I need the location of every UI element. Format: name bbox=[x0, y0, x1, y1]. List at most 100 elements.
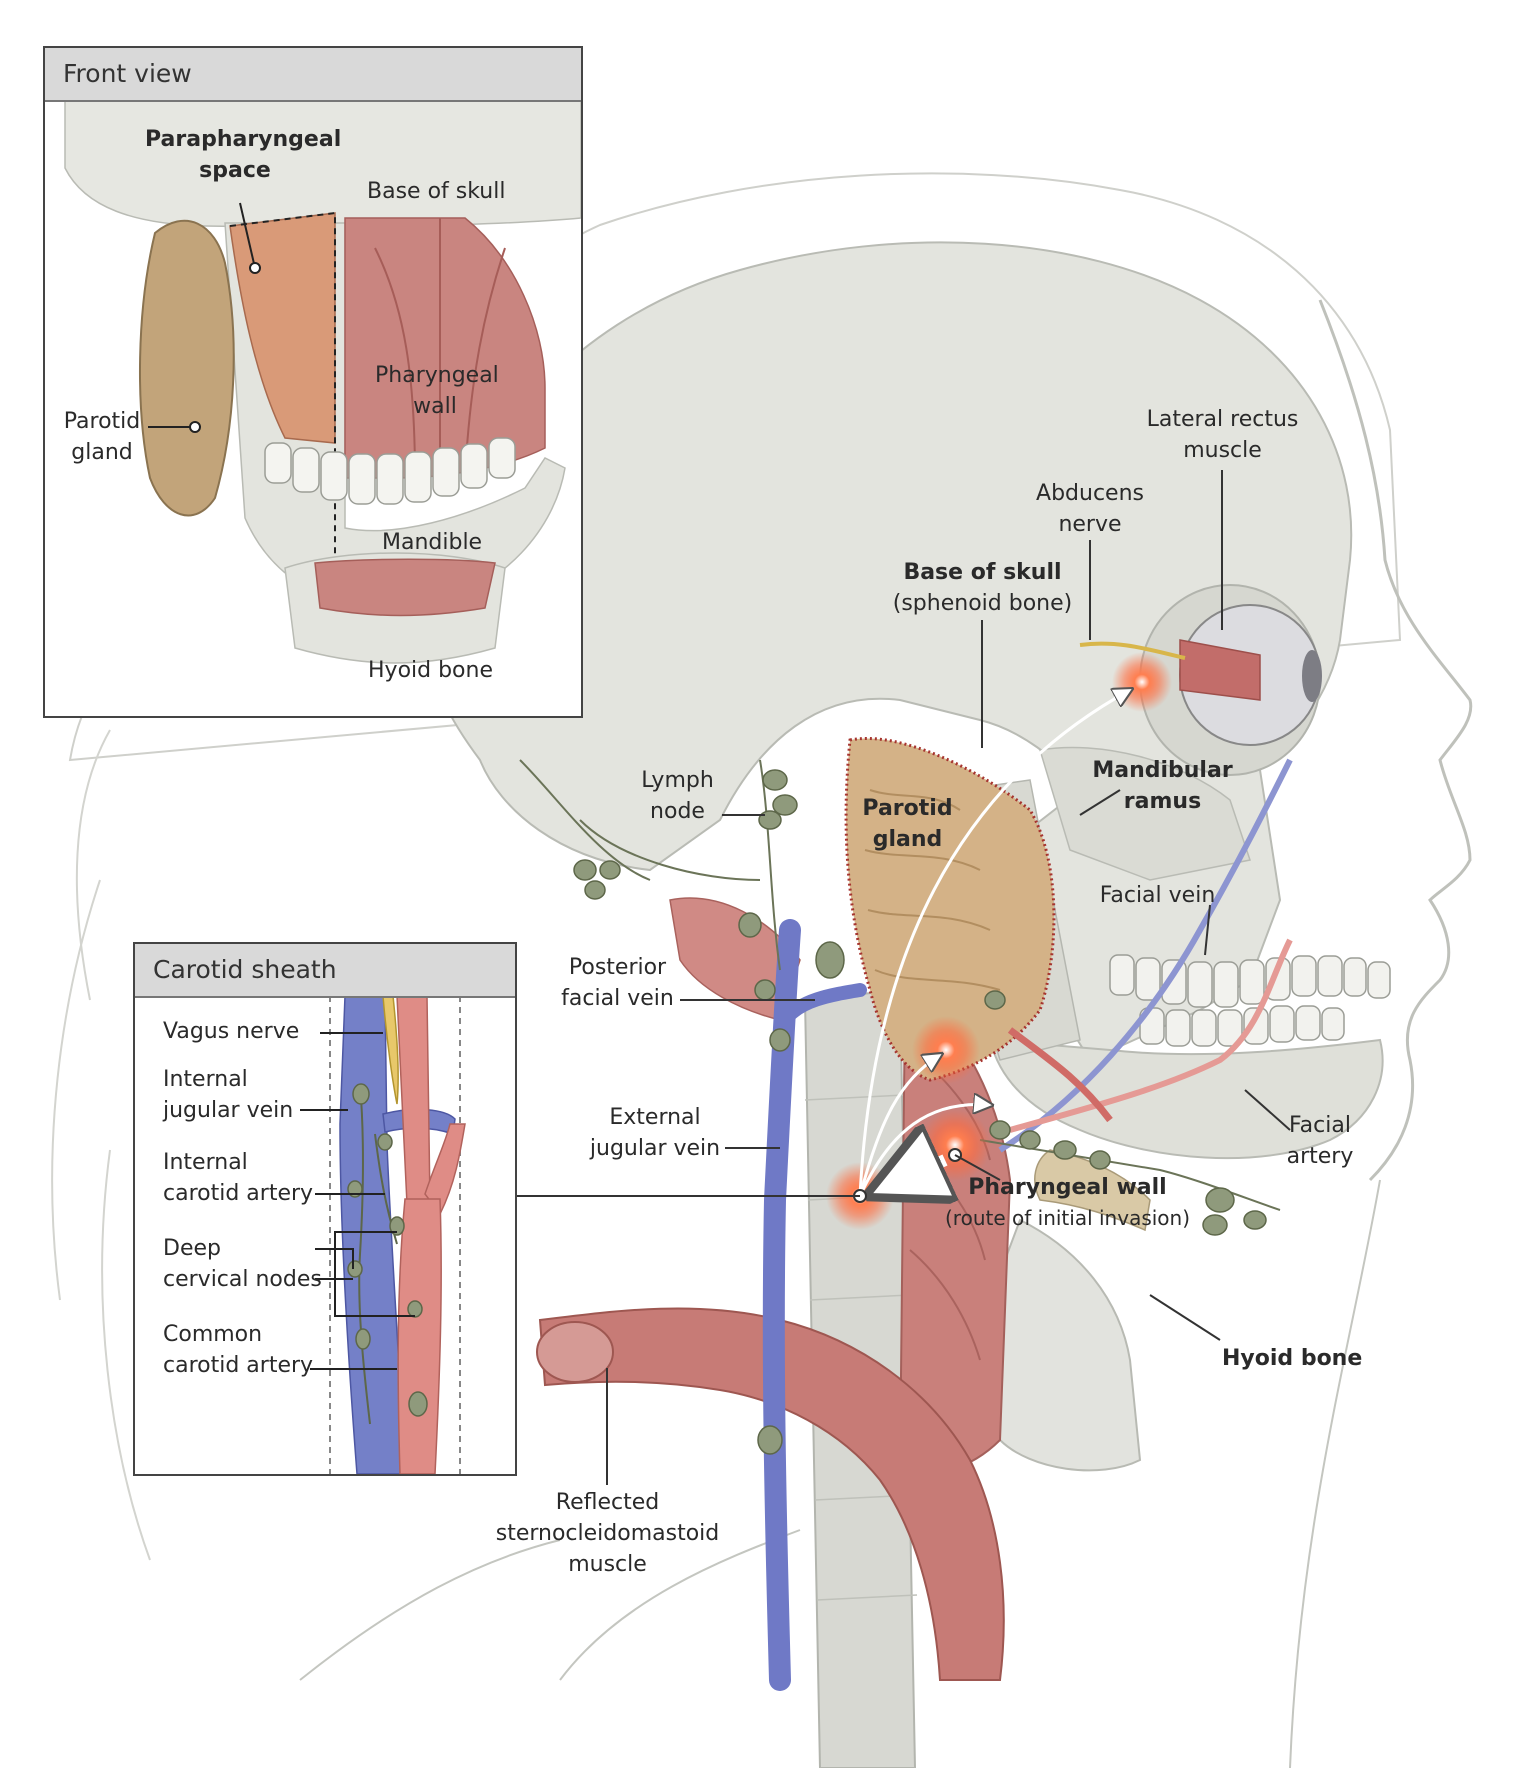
label-line: Hyoid bone bbox=[368, 658, 493, 683]
facial-artery bbox=[1009, 938, 1293, 1133]
fv-label-hyoid-bone: Hyoid bone bbox=[368, 655, 493, 686]
label-line: wall bbox=[413, 394, 457, 419]
label-pharyngeal-wall: Pharyngeal wall (route of initial invasi… bbox=[945, 1172, 1190, 1234]
fv-label-base-of-skull: Base of skull bbox=[367, 176, 505, 207]
cs-vagus-nerve bbox=[382, 995, 399, 1105]
label-line: gland bbox=[71, 440, 133, 465]
parotid-lobules bbox=[864, 789, 1001, 991]
label-line: Facial vein bbox=[1099, 883, 1216, 908]
label-line: Vagus nerve bbox=[163, 1019, 300, 1044]
fv-point-parapharyngeal bbox=[249, 262, 261, 274]
label-line: nerve bbox=[1058, 512, 1122, 537]
fv-label-parapharyngeal: Parapharyngeal space bbox=[145, 124, 341, 186]
leader-lines bbox=[515, 470, 1291, 1485]
label-line: Internal bbox=[163, 1067, 248, 1092]
label-facial-vein: Facial vein bbox=[1090, 880, 1225, 911]
label-line: artery bbox=[1286, 1144, 1354, 1169]
front-view-inset: Front view Parapharyngeal space Base of … bbox=[43, 46, 583, 718]
cs-external-carotid-artery bbox=[424, 1123, 466, 1216]
scm-cut-end bbox=[536, 1321, 614, 1383]
label-line: External bbox=[609, 1105, 701, 1130]
label-line: Common bbox=[163, 1322, 263, 1347]
label-line: Pharyngeal wall bbox=[968, 1175, 1167, 1200]
cs-label-internal-jugular-vein: Internal jugular vein bbox=[163, 1064, 293, 1126]
label-line: (sphenoid bone) bbox=[892, 591, 1073, 616]
label-line: Base of skull bbox=[903, 560, 1062, 585]
invasion-arrow bbox=[880, 1160, 945, 1190]
label-line: Lateral rectus bbox=[1146, 407, 1299, 432]
label-line: gland bbox=[872, 827, 943, 852]
label-line: Mandibular bbox=[1092, 758, 1233, 783]
label-line: ramus bbox=[1123, 789, 1202, 814]
hyoid-bone bbox=[1034, 1149, 1151, 1232]
label-line: Facial bbox=[1289, 1113, 1351, 1138]
upper-teeth bbox=[1109, 954, 1391, 1008]
label-facial-artery: Facial artery bbox=[1270, 1110, 1370, 1172]
label-line: space bbox=[199, 158, 271, 183]
mandible bbox=[988, 1038, 1384, 1160]
cs-label-vagus-nerve: Vagus nerve bbox=[163, 1016, 299, 1047]
label-base-of-skull: Base of skull (sphenoid bone) bbox=[880, 557, 1085, 619]
posterior-facial-vein bbox=[778, 983, 867, 1027]
cs-leader-lines bbox=[300, 1032, 415, 1370]
fv-point-parotid bbox=[189, 421, 201, 433]
hair-strands bbox=[51, 729, 151, 1561]
front-view-illustration bbox=[45, 99, 581, 716]
label-line: Reflected bbox=[555, 1490, 660, 1515]
label-line: Abducens bbox=[1036, 481, 1144, 506]
label-line: (route of initial invasion) bbox=[945, 1206, 1191, 1230]
face-profile bbox=[1318, 299, 1473, 1182]
label-line: Internal bbox=[163, 1150, 248, 1175]
cs-label-internal-carotid-artery: Internal carotid artery bbox=[163, 1147, 313, 1209]
label-lymph-node: Lymph node bbox=[625, 765, 730, 827]
label-reflected-scm: Reflected sternocleidomastoid muscle bbox=[495, 1487, 720, 1580]
label-line: muscle bbox=[1183, 438, 1262, 463]
label-line: Hyoid bone bbox=[1222, 1346, 1363, 1371]
label-posterior-facial-vein: Posterior facial vein bbox=[550, 952, 685, 1014]
cs-common-carotid-artery bbox=[397, 1198, 442, 1474]
cs-label-common-carotid-artery: Common carotid artery bbox=[163, 1319, 313, 1381]
abducens-nerve bbox=[1079, 641, 1186, 660]
carotid-sheath-title: Carotid sheath bbox=[135, 944, 515, 998]
label-lateral-rectus: Lateral rectus muscle bbox=[1140, 404, 1305, 466]
label-line: Lymph bbox=[641, 768, 714, 793]
cs-internal-carotid-artery bbox=[396, 995, 431, 1205]
fv-label-mandible: Mandible bbox=[382, 527, 482, 558]
lymph-nodes bbox=[573, 769, 1267, 1455]
fv-label-pharyngeal-wall: Pharyngeal wall bbox=[375, 360, 499, 422]
label-parotid-gland: Parotid gland bbox=[855, 793, 960, 855]
larynx bbox=[988, 1218, 1142, 1472]
fv-pharyngeal-striations bbox=[374, 218, 506, 479]
facial-vein bbox=[998, 758, 1293, 1153]
label-line: sternocleidomastoid bbox=[495, 1521, 720, 1546]
label-line: Deep bbox=[163, 1236, 221, 1261]
label-line: Base of skull bbox=[367, 179, 506, 204]
label-external-jugular-vein: External jugular vein bbox=[585, 1102, 725, 1164]
label-abducens-nerve: Abducens nerve bbox=[1020, 478, 1160, 540]
fv-parapharyngeal-boundary bbox=[229, 211, 336, 643]
label-line: node bbox=[650, 799, 705, 824]
label-line: Pharyngeal bbox=[375, 363, 499, 388]
label-line: Mandible bbox=[382, 530, 483, 555]
fv-teeth bbox=[264, 437, 516, 505]
label-line: muscle bbox=[568, 1552, 647, 1577]
fv-lower-pharynx bbox=[314, 558, 496, 617]
highlight-orbit bbox=[1112, 652, 1172, 712]
lateral-rectus-muscle bbox=[1179, 639, 1261, 701]
label-mandibular-ramus: Mandibular ramus bbox=[1090, 755, 1235, 817]
zygoma bbox=[1039, 746, 1251, 881]
highlight-parotid bbox=[912, 1016, 980, 1084]
label-hyoid-bone: Hyoid bone bbox=[1222, 1343, 1362, 1374]
label-line: jugular vein bbox=[163, 1098, 294, 1123]
label-line: facial vein bbox=[561, 986, 674, 1011]
fv-label-parotid-gland: Parotid gland bbox=[57, 406, 147, 468]
ext-carotid-branch bbox=[1007, 1027, 1113, 1123]
cs-sheath-boundary bbox=[329, 996, 461, 1474]
label-line: cervical nodes bbox=[163, 1267, 322, 1292]
label-line: Posterior bbox=[568, 955, 667, 980]
front-view-title: Front view bbox=[45, 48, 581, 102]
iris bbox=[1302, 650, 1322, 702]
label-line: jugular vein bbox=[589, 1136, 721, 1161]
fv-leader-lines bbox=[148, 202, 256, 428]
